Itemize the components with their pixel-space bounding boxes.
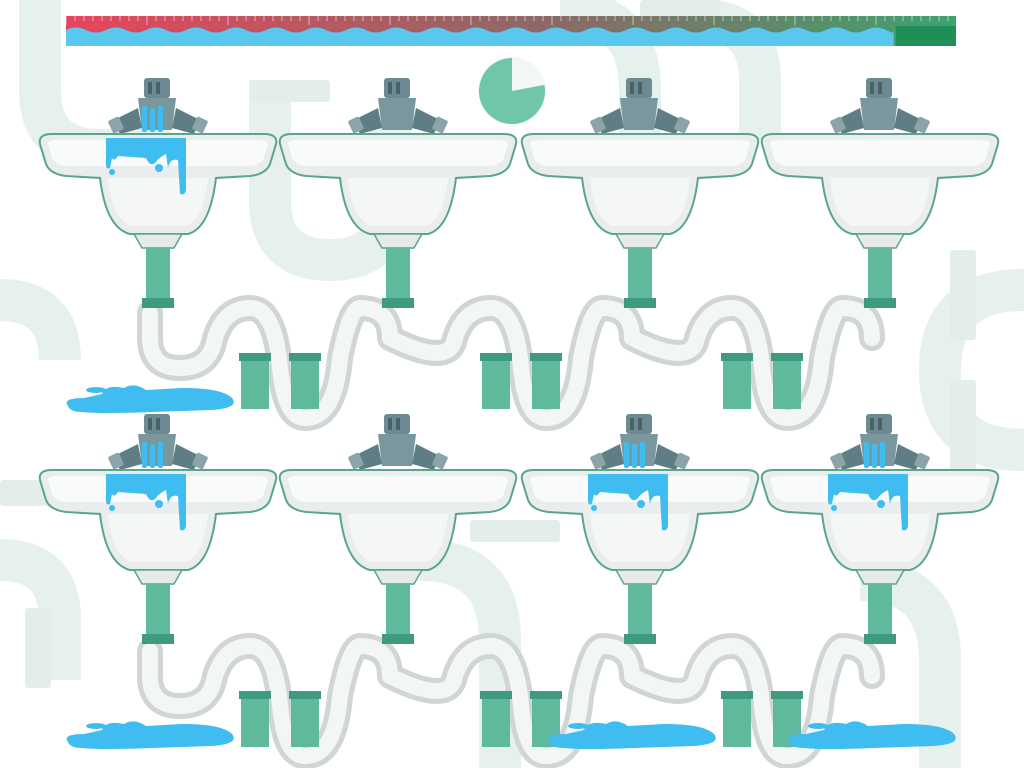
sink-r2-c4[interactable]: [760, 414, 1000, 734]
pipe-coupling: [532, 353, 560, 409]
overflow-water: [828, 474, 908, 531]
overflow-water: [588, 474, 668, 531]
running-water: [142, 106, 163, 132]
sink-basin: [278, 133, 518, 249]
pipe-coupling: [291, 353, 319, 409]
water-level-meter: [66, 16, 956, 46]
sink-r1-c3[interactable]: [520, 78, 760, 398]
drain-pipe: [864, 584, 896, 644]
drain-pipe: [142, 248, 174, 308]
drain-pipe: [864, 248, 896, 308]
pipe-coupling: [723, 691, 751, 747]
pie-timer: [478, 57, 546, 125]
pipe-coupling: [291, 691, 319, 747]
pipe-coupling: [482, 691, 510, 747]
running-water: [864, 442, 885, 468]
drain-row-1: [137, 295, 885, 431]
water-puddle: [544, 714, 724, 754]
faucet-icon[interactable]: [348, 78, 449, 134]
running-water: [142, 442, 163, 468]
faucet-icon[interactable]: [830, 78, 931, 134]
drain-pipe: [382, 584, 414, 644]
running-water: [624, 442, 645, 468]
overflow-water: [106, 474, 186, 531]
sink-basin: [520, 133, 760, 249]
faucet-icon[interactable]: [830, 414, 931, 470]
overflow-water: [106, 138, 186, 195]
pipe-coupling: [773, 353, 801, 409]
drain-pipe: [624, 248, 656, 308]
water-puddle: [62, 714, 242, 754]
sink-r2-c1[interactable]: [38, 414, 278, 734]
faucet-icon[interactable]: [108, 414, 209, 470]
pipe-coupling: [241, 353, 269, 409]
sink-basin: [760, 133, 1000, 249]
sink-basin: [278, 469, 518, 585]
sink-r2-c2[interactable]: [278, 414, 518, 734]
sink-r1-c1[interactable]: [38, 78, 278, 398]
drain-pipe: [142, 584, 174, 644]
faucet-icon[interactable]: [590, 414, 691, 470]
sink-r1-c2[interactable]: [278, 78, 518, 398]
drain-row-2: [137, 633, 885, 768]
sink-r1-c4[interactable]: [760, 78, 1000, 398]
faucet-icon[interactable]: [348, 414, 449, 470]
water-puddle: [62, 378, 242, 418]
faucet-icon[interactable]: [108, 78, 209, 134]
drain-pipe: [382, 248, 414, 308]
pipe-coupling: [482, 353, 510, 409]
faucet-icon[interactable]: [590, 78, 691, 134]
sink-r2-c3[interactable]: [520, 414, 760, 734]
pipe-coupling: [241, 691, 269, 747]
pipe-coupling: [723, 353, 751, 409]
drain-pipe: [624, 584, 656, 644]
water-puddle: [784, 714, 964, 754]
